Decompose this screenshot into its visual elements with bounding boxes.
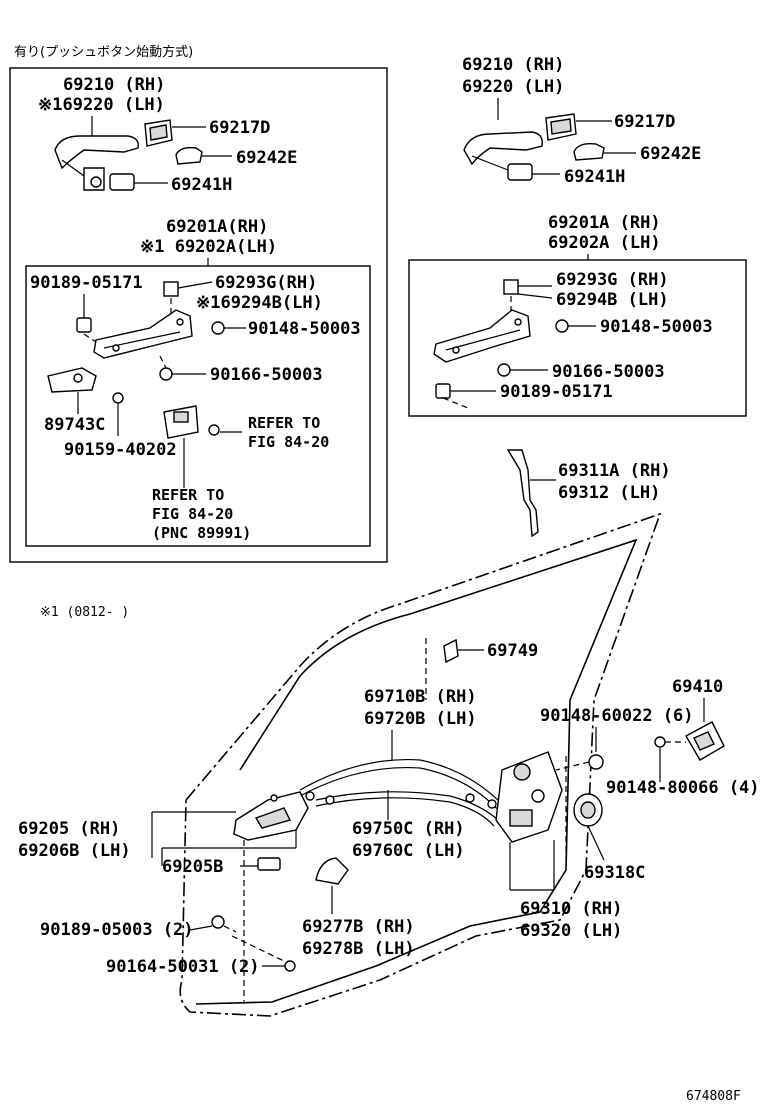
outer-handle-left <box>54 135 139 191</box>
cap-69293g-left <box>163 281 179 297</box>
grommet-69318c <box>573 793 603 827</box>
clip-69749 <box>443 638 459 664</box>
leader-69293g-left <box>177 281 213 289</box>
label-90166-50003-left: 90166-50003 <box>210 365 323 385</box>
label-69293g-right-rh: 69293G (RH) <box>556 270 669 290</box>
label-69749: 69749 <box>487 641 538 661</box>
inner-handle-69205 <box>233 791 309 841</box>
label-rod-rh: 69311A (RH) <box>558 461 671 481</box>
label-90166-50003-right: 90166-50003 <box>552 362 665 382</box>
label-90189-05003: 90189-05003 (2) <box>40 920 194 940</box>
label-69318c: 69318C <box>584 863 645 883</box>
label-left-handle-lh: ※169220 (LH) <box>38 95 165 115</box>
label-refer-b-3: (PNC 89991) <box>152 524 251 542</box>
label-69242e-left: 69242E <box>236 148 297 168</box>
label-cable-a-rh: 69710B (RH) <box>364 687 477 707</box>
label-69217d-right: 69217D <box>614 112 675 132</box>
bolt-90148-60022 <box>555 754 604 771</box>
screw-90148-left <box>211 321 225 335</box>
header-note: 有り(プッシュボタン始動方式) <box>14 44 193 60</box>
label-right-frame-lh: 69202A (LH) <box>548 233 661 253</box>
pad-69242e-left <box>175 146 203 165</box>
leader-90189-05003 <box>189 925 213 931</box>
cap-69293g-right <box>503 279 519 295</box>
label-90148-60022: 90148-60022 (6) <box>540 706 694 726</box>
bezel-69205b <box>257 857 281 871</box>
right-frame-box <box>408 259 747 417</box>
rod-69311a <box>506 449 539 538</box>
label-69217d-left: 69217D <box>209 118 270 138</box>
striker-69410 <box>685 721 725 761</box>
door-lock-69310 <box>495 751 563 843</box>
label-69293g-left-rh: 69293G(RH) <box>215 273 317 293</box>
label-cable-a-lh: 69720B (LH) <box>364 709 477 729</box>
cap-69217d-left <box>144 119 173 147</box>
label-right-handle-rh: 69210 (RH) <box>462 55 564 75</box>
label-inner-handle-lh: 69206B (LH) <box>18 841 131 861</box>
bolt-90148-80066 <box>654 736 686 748</box>
screw-90166-right <box>497 363 511 377</box>
pad-69241h-left <box>109 173 135 191</box>
label-90189-05171-left: 90189-05171 <box>30 273 143 293</box>
label-89743c: 89743C <box>44 415 105 435</box>
screw-refer-left <box>208 424 220 436</box>
left-frame-box <box>25 265 371 547</box>
label-right-frame-rh: 69201A (RH) <box>548 213 661 233</box>
label-right-handle-lh: 69220 (LH) <box>462 77 564 97</box>
screw-90159-left <box>112 392 124 404</box>
label-left-handle-rh: 69210 (RH) <box>63 75 165 95</box>
screw-90148-right <box>555 319 569 333</box>
label-left-frame-lh: ※1 69202A(LH) <box>140 237 277 257</box>
cable-69710b <box>299 758 507 809</box>
label-left-frame-rh: 69201A(RH) <box>166 217 268 237</box>
cover-69277b <box>315 857 349 885</box>
label-90159-40202: 90159-40202 <box>64 440 177 460</box>
label-90164-50031: 90164-50031 (2) <box>106 957 260 977</box>
clip-90189-left <box>76 317 92 333</box>
door-inner-outline <box>195 538 638 1005</box>
door-outline <box>179 512 662 1017</box>
leader-69318c <box>587 825 605 861</box>
label-refer-a-2: FIG 84-20 <box>248 433 329 451</box>
footnote: ※1 (0812- ) <box>40 605 129 620</box>
frame-69201a-left <box>93 309 193 359</box>
label-rod-lh: 69312 (LH) <box>558 483 660 503</box>
screw-90166-left <box>159 367 173 381</box>
label-lock-rh: 69310 (RH) <box>520 899 622 919</box>
pad-69242e-right <box>573 142 605 161</box>
label-cable-b-rh: 69750C (RH) <box>352 819 465 839</box>
frame-69201a-right <box>433 309 531 363</box>
label-refer-b-1: REFER TO <box>152 486 224 504</box>
label-90189-05171-right: 90189-05171 <box>500 382 613 402</box>
label-69241h-left: 69241H <box>171 175 232 195</box>
label-69293g-left-lh: ※169294B(LH) <box>196 293 323 313</box>
sensor-module-left <box>163 405 199 439</box>
left-panel-box <box>9 67 388 563</box>
label-refer-b-2: FIG 84-20 <box>152 505 233 523</box>
label-90148-50003-left: 90148-50003 <box>248 319 361 339</box>
figure-id: 674808F <box>686 1089 741 1104</box>
label-69241h-right: 69241H <box>564 167 625 187</box>
clip-90189-right <box>435 383 451 399</box>
bracket-89743c-left <box>47 367 97 393</box>
label-inner-handle-rh: 69205 (RH) <box>18 819 120 839</box>
label-lock-lh: 69320 (LH) <box>520 921 622 941</box>
cap-69217d-right <box>545 113 577 141</box>
screw-90164-50031 <box>284 960 296 972</box>
label-69205b: 69205B <box>162 857 223 877</box>
outer-handle-right <box>463 131 543 171</box>
label-90148-80066: 90148-80066 (4) <box>606 778 760 798</box>
pad-69241h-right <box>507 163 533 181</box>
label-refer-a-1: REFER TO <box>248 414 320 432</box>
label-69277b-rh: 69277B (RH) <box>302 917 415 937</box>
label-69242e-right: 69242E <box>640 144 701 164</box>
label-90148-50003-right: 90148-50003 <box>600 317 713 337</box>
clip-90189-05003 <box>211 915 225 929</box>
cable-69750c <box>315 791 499 821</box>
label-69410: 69410 <box>672 677 723 697</box>
label-69277b-lh: 69278B (LH) <box>302 939 415 959</box>
label-69293g-right-lh: 69294B (LH) <box>556 290 669 310</box>
label-cable-b-lh: 69760C (LH) <box>352 841 465 861</box>
